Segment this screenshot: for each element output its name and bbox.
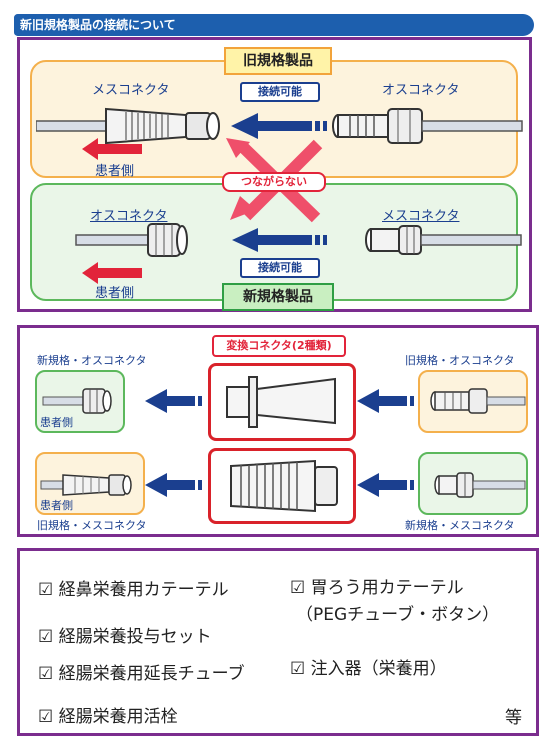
- old-male-label: オスコネクタ: [382, 83, 460, 98]
- mid-arrow-2-icon: [357, 389, 414, 413]
- header-title: 新旧規格製品の接続について: [20, 18, 176, 32]
- etc-label: 等: [505, 708, 522, 728]
- old-male-connector-icon: [332, 108, 523, 144]
- new-patient-arrow-icon: [82, 262, 142, 284]
- bl-label: 旧規格・メスコネクタ: [37, 519, 147, 532]
- old-connect-badge: 接続可能: [240, 82, 320, 102]
- no-connect-badge: つながらない: [222, 172, 326, 192]
- converter-2-icon: [230, 459, 338, 513]
- bl-connector-icon: [40, 474, 132, 496]
- new-male-label: オスコネクタ: [90, 209, 168, 224]
- tl-connector-icon: [42, 388, 112, 414]
- tr-connector-icon: [430, 388, 526, 414]
- old-standard-title: 旧規格製品: [224, 47, 332, 75]
- mid-diagram-art: [40, 376, 526, 513]
- patient-label-2: 患者側: [40, 499, 73, 512]
- product-list-frame: [17, 548, 539, 736]
- patient-label-1: 患者側: [40, 416, 73, 429]
- old-female-label: メスコネクタ: [92, 83, 170, 98]
- header-bar: [14, 14, 534, 36]
- list-item: ☑ 経腸栄養用活栓: [38, 707, 178, 727]
- old-patient-arrow-icon: [82, 138, 142, 160]
- list-item: （PEGチューブ・ボタン）: [296, 605, 500, 625]
- mid-diagram-frame: [17, 325, 539, 537]
- list-item: ☑ 経腸栄養投与セット: [38, 627, 212, 647]
- tl-label: 新規格・オスコネクタ: [37, 354, 147, 367]
- new-patient-label: 患者側: [95, 286, 135, 301]
- new-female-connector-icon: [365, 225, 522, 255]
- old-connect-arrow-icon: [231, 113, 327, 139]
- old-connectors: [36, 107, 523, 145]
- new-connect-arrow-icon: [232, 228, 327, 252]
- new-connectors: [75, 223, 522, 257]
- new-female-label: メスコネクタ: [382, 209, 460, 224]
- list-item: ☑ 経鼻栄養用カテーテル: [38, 580, 229, 600]
- new-male-connector-icon: [75, 223, 188, 257]
- mid-arrow-3-icon: [145, 473, 202, 497]
- mid-arrow-4-icon: [357, 473, 414, 497]
- new-standard-title: 新規格製品: [222, 283, 334, 311]
- old-female-connector-icon: [36, 107, 220, 145]
- tr-label: 旧規格・オスコネクタ: [405, 354, 515, 367]
- mid-arrow-1-icon: [145, 389, 202, 413]
- converter-1-icon: [226, 376, 336, 428]
- old-patient-label: 患者側: [95, 164, 135, 179]
- list-item: ☑ 胃ろう用カテーテル: [290, 578, 464, 598]
- br-connector-icon: [434, 472, 526, 498]
- br-label: 新規格・メスコネクタ: [405, 519, 515, 532]
- converter-title: 変換コネクタ(2種類): [212, 335, 346, 357]
- list-item: ☑ 経腸栄養用延長チューブ: [38, 664, 245, 684]
- list-item: ☑ 注入器（栄養用）: [290, 659, 447, 679]
- new-connect-badge: 接続可能: [240, 258, 320, 278]
